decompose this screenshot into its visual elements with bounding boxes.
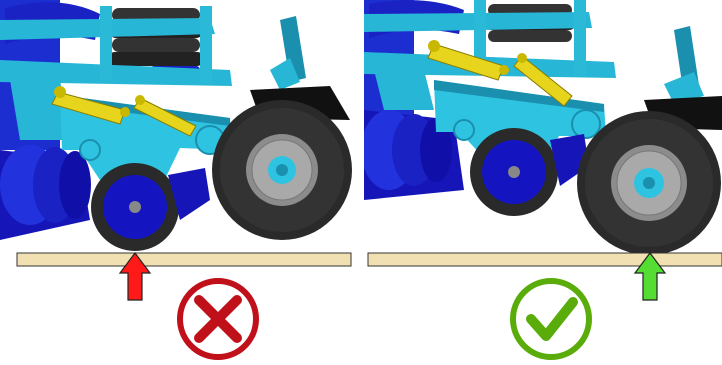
ground-line — [367, 252, 722, 267]
cross-icon — [177, 278, 259, 360]
green-arrow-icon — [633, 252, 667, 301]
support-wheel — [577, 111, 721, 255]
packer-wheel — [91, 163, 210, 251]
incorrect-setup-panel — [0, 0, 358, 365]
correct-setup-panel — [364, 0, 722, 365]
incorrect-setup-illustration — [0, 0, 352, 360]
support-wheel — [212, 100, 352, 240]
red-arrow-icon — [118, 252, 152, 301]
hydraulic-cylinder — [51, 86, 197, 137]
packer-wheel — [470, 128, 589, 216]
hydraulic-cylinder — [427, 40, 573, 107]
ground-line — [16, 252, 352, 267]
correct-setup-illustration — [364, 0, 722, 360]
checkmark-icon — [510, 278, 592, 360]
